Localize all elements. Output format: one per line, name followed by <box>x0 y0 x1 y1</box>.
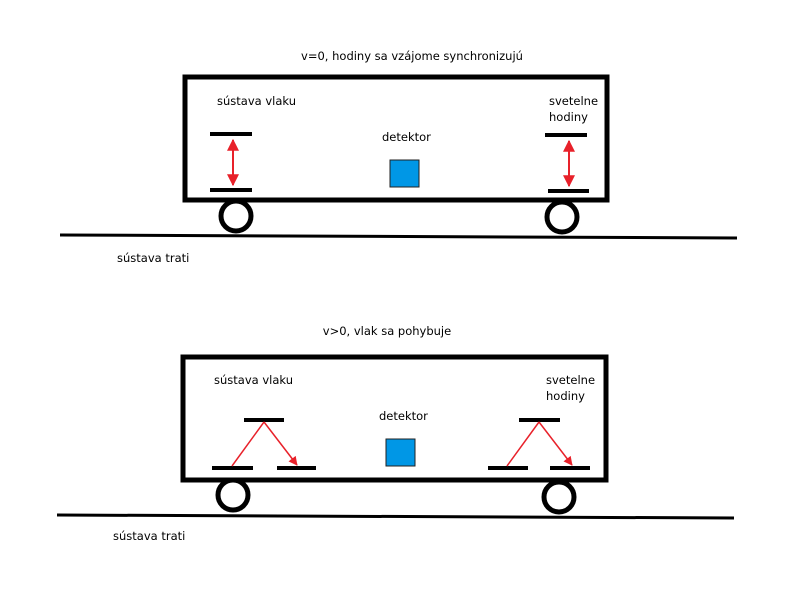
light-clock-left-bottom <box>212 418 316 470</box>
light-ray-up <box>231 421 265 467</box>
detector-label-bottom: detektor <box>379 409 428 423</box>
scene-bottom-title: v>0, vlak sa pohybuje <box>323 324 451 338</box>
train-frame-label-bottom: sústava vlaku <box>214 373 293 387</box>
wheel-right-top <box>544 199 580 235</box>
train-car-top <box>182 74 610 203</box>
light-clock-left-top <box>210 132 252 192</box>
track-frame-label-top: sústava trati <box>117 251 189 265</box>
detector-top <box>389 159 420 188</box>
scene-top-title: v=0, hodiny sa vzájome synchronizujú <box>301 49 523 63</box>
light-clock-label-top-line2: hodiny <box>549 110 588 124</box>
wheel-left-top <box>218 198 254 234</box>
light-clock-label-bottom-line2: hodiny <box>546 389 585 403</box>
scene-bottom: v>0, vlak sa pohybuje sústava vlaku svet… <box>56 324 735 543</box>
train-car-bottom <box>180 354 609 483</box>
track-line-bottom <box>56 513 735 520</box>
track-frame-label-bottom: sústava trati <box>113 529 185 543</box>
light-ray-down <box>538 421 573 466</box>
light-ray-up <box>506 421 540 467</box>
light-clock-right-top <box>545 133 589 193</box>
detector-label-top: detektor <box>382 130 431 144</box>
light-clock-label-top-line1: svetelne <box>549 94 598 108</box>
light-ray-down <box>263 421 298 466</box>
wheel-right-bottom <box>541 479 577 515</box>
light-clock-label-bottom-line1: svetelne <box>546 373 595 387</box>
train-frame-label-top: sústava vlaku <box>217 94 296 108</box>
scene-top: v=0, hodiny sa vzájome synchronizujú sús… <box>59 49 738 265</box>
light-clock-right-bottom <box>488 418 590 470</box>
detector-bottom <box>385 438 416 467</box>
wheel-left-bottom <box>215 477 251 513</box>
track-line-top <box>59 233 738 240</box>
